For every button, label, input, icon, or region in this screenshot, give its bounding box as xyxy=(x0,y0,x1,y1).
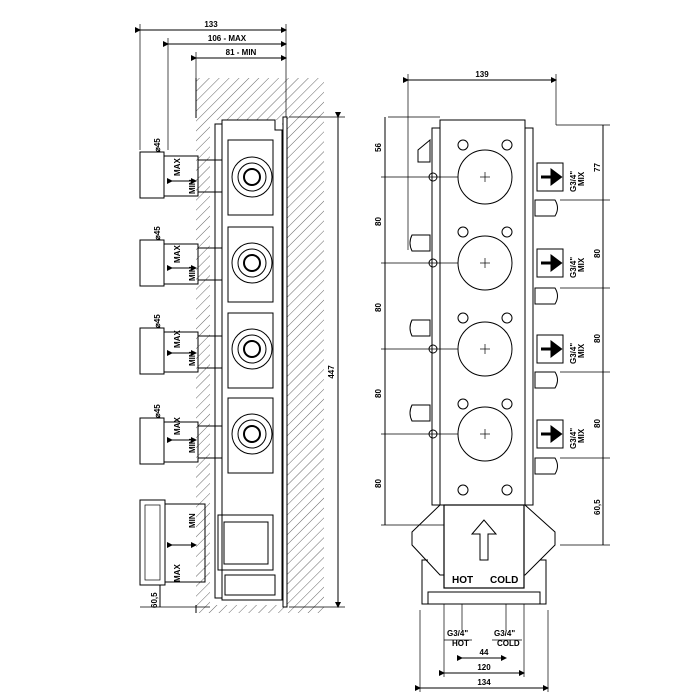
front-right-dimensions: 77 80 80 80 60,5 xyxy=(556,124,610,546)
front-bottom-dimensions: 44 120 134 xyxy=(415,604,549,692)
dim-total-height: 447 xyxy=(327,365,336,379)
flow-up-arrow-icon xyxy=(470,519,498,561)
outlet-mix-label: MIX xyxy=(577,257,586,272)
dim-width-120: 120 xyxy=(477,663,491,672)
knob-4 xyxy=(139,417,223,465)
max-label: MAX xyxy=(173,158,182,176)
dim-spacing-1: 80 xyxy=(374,217,383,226)
inlet-cold-label: COLD xyxy=(490,575,518,586)
side-bottom-dimension: 60,5 xyxy=(140,584,210,608)
max-label: MAX xyxy=(173,245,182,263)
dim-spacing-4: 80 xyxy=(374,479,383,488)
dim-overall-depth: 133 xyxy=(204,20,218,29)
inlet-hot-sub-label: HOT xyxy=(452,639,469,648)
knob-diameter-label: ⌀45 xyxy=(153,314,162,328)
max-label: MAX xyxy=(173,417,182,435)
front-left-dimensions: 56 80 80 80 80 xyxy=(374,116,458,526)
max-label: MAX xyxy=(173,564,182,582)
knobs-side xyxy=(139,151,223,586)
cartridge-1 xyxy=(227,139,274,216)
right-lugs xyxy=(534,199,558,475)
min-label: MIN xyxy=(188,179,197,194)
min-label: MIN xyxy=(188,438,197,453)
min-label: MIN xyxy=(188,266,197,281)
side-height-dimension: 447 xyxy=(289,112,345,608)
dim-outlet-spacing-2: 80 xyxy=(593,334,602,343)
knob-labels: ⌀45 ⌀45 ⌀45 ⌀45 MAX MIN MAX MIN MAX MIN … xyxy=(153,138,197,582)
dim-first-spacing: 56 xyxy=(374,143,383,152)
outlet-mix-label: MIX xyxy=(577,171,586,186)
mix-outlet-1: G3/4" MIX xyxy=(536,162,586,192)
min-label: MIN xyxy=(188,351,197,366)
dim-outlet-top: 77 xyxy=(593,163,602,172)
dim-outlet-spacing-3: 80 xyxy=(593,419,602,428)
cartridge-3 xyxy=(227,312,274,389)
knob-2 xyxy=(139,239,223,287)
left-lugs xyxy=(409,138,438,439)
inlet-cold-sub-label: COLD xyxy=(497,639,520,648)
outlet-mix-label: MIX xyxy=(577,428,586,443)
mix-outlet-2: G3/4" MIX xyxy=(536,248,586,278)
fixing-clips xyxy=(457,139,513,496)
side-view: ⌀45 ⌀45 ⌀45 ⌀45 MAX MIN MAX MIN MAX MIN … xyxy=(135,20,345,613)
dim-min-depth: 81 - MIN xyxy=(226,48,257,57)
dim-max-depth: 106 - MAX xyxy=(208,34,247,43)
knob-diameter-label: ⌀45 xyxy=(153,404,162,418)
dim-width-134: 134 xyxy=(477,678,491,687)
knob-diameter-label: ⌀45 xyxy=(153,138,162,152)
valve-openings xyxy=(457,149,513,462)
mix-outlet-3: G3/4" MIX xyxy=(536,334,586,364)
inlet-thread-labels: G3/4" HOT G3/4" COLD xyxy=(444,629,522,648)
outlet-thread: G3/4" xyxy=(569,428,578,449)
cartridge-modules xyxy=(217,139,276,596)
mix-outlets: G3/4" MIX G3/4" MIX G3/4" MIX G3/4" MIX xyxy=(536,162,586,449)
dim-width-top: 139 xyxy=(475,70,489,79)
outlet-thread: G3/4" xyxy=(569,171,578,192)
valve-body-side xyxy=(221,119,283,601)
min-max-arrows xyxy=(167,178,197,548)
inlet-thread-cold: G3/4" xyxy=(494,629,515,638)
dim-outlet-bottom: 60,5 xyxy=(593,499,602,515)
outlet-mix-label: MIX xyxy=(577,343,586,358)
knob-3 xyxy=(139,327,223,375)
cartridge-2 xyxy=(227,226,274,303)
dim-spacing-3: 80 xyxy=(374,389,383,398)
dim-outlet-spacing-1: 80 xyxy=(593,249,602,258)
dim-inlet-spacing: 44 xyxy=(480,648,489,657)
inlet-box: HOT COLD xyxy=(411,504,556,630)
knob-diameter-label: ⌀45 xyxy=(153,226,162,240)
inlet-hot-label: HOT xyxy=(452,575,473,586)
knob-1 xyxy=(139,151,223,199)
outlet-thread: G3/4" xyxy=(569,257,578,278)
mix-outlet-4: G3/4" MIX xyxy=(536,419,586,449)
side-top-dimensions: 133 106 - MAX 81 - MIN xyxy=(135,20,287,150)
wall-plate xyxy=(282,116,288,608)
front-view: G3/4" MIX G3/4" MIX G3/4" MIX G3/4" MIX xyxy=(374,70,610,692)
dim-bottom-offset: 60,5 xyxy=(150,592,159,608)
outlet-thread: G3/4" xyxy=(569,343,578,364)
dim-spacing-2: 80 xyxy=(374,303,383,312)
cartridge-4 xyxy=(227,397,274,474)
min-label: MIN xyxy=(188,513,197,528)
front-top-dimension: 139 xyxy=(403,70,557,250)
max-label: MAX xyxy=(173,330,182,348)
diverter-module xyxy=(217,514,276,596)
inlet-thread-hot: G3/4" xyxy=(447,629,468,638)
